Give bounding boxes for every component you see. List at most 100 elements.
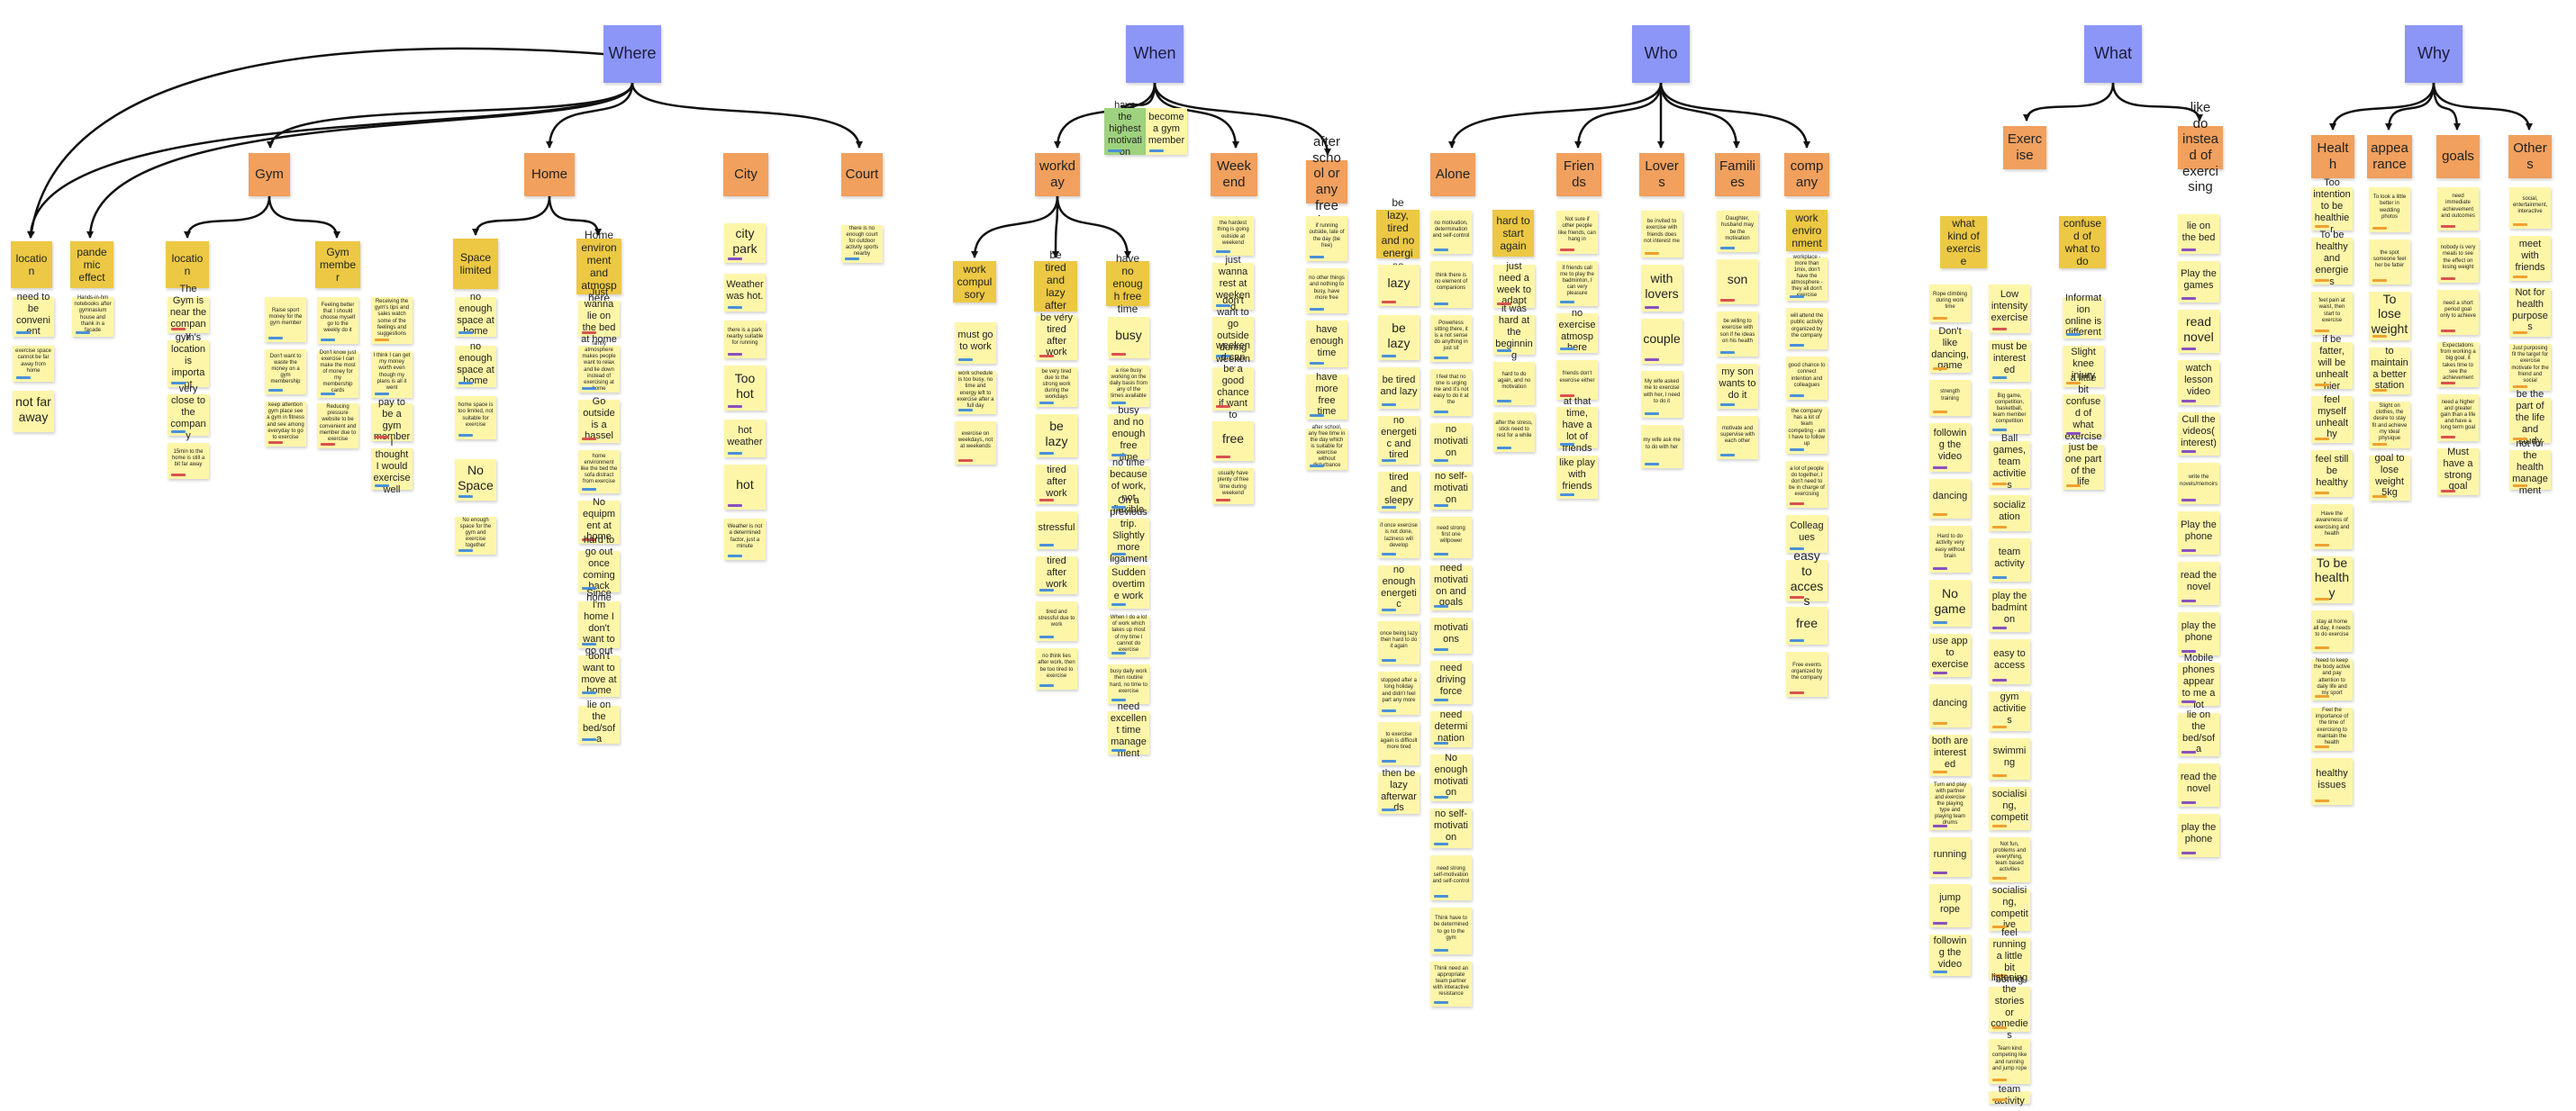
sticky-note[interactable]: have the highest motivation xyxy=(1104,100,1146,158)
sticky-note[interactable]: use app to exercise xyxy=(1929,634,1971,677)
sticky-note[interactable]: Reducing pressure website to be convenie… xyxy=(317,403,358,448)
sticky-note[interactable]: Weather was hot. xyxy=(724,274,766,312)
root-node-when[interactable]: When xyxy=(1126,25,1184,83)
sticky-note[interactable]: Powerless sitting there, it is a not sen… xyxy=(1430,315,1472,362)
sticky-note[interactable]: become a gym member xyxy=(1146,108,1187,155)
sticky-note[interactable]: To be healthy and energies xyxy=(2311,230,2353,287)
sticky-note[interactable]: at that time, have a lot of friends xyxy=(1556,396,1598,454)
sticky-note[interactable]: lie on the bed/sofa xyxy=(578,700,620,745)
sticky-note[interactable]: no self-motivation xyxy=(1430,471,1472,510)
sticky-note[interactable]: pay to be a gym member xyxy=(371,397,413,442)
sticky-note[interactable]: busy xyxy=(1108,317,1149,358)
category-exercise[interactable]: Exercise xyxy=(2003,126,2046,169)
sticky-note[interactable]: will attend the public activity organize… xyxy=(1786,308,1828,349)
subcategory-pandemic[interactable]: pandemic effect xyxy=(70,241,113,288)
sticky-note[interactable]: need strong self-motivation and self-con… xyxy=(1430,855,1472,900)
sticky-note[interactable]: goal to lose weight 5kg xyxy=(2369,453,2410,501)
sticky-note[interactable]: Feel the importance of the time of exerc… xyxy=(2311,708,2353,751)
category-lovers[interactable]: Lovers xyxy=(1639,153,1684,196)
sticky-note[interactable]: Play the games xyxy=(2178,261,2219,303)
sticky-note[interactable]: couple xyxy=(1641,319,1683,364)
sticky-note[interactable]: once being lazy then hard to do it again xyxy=(1378,621,1420,664)
sticky-note[interactable]: The Gym is near the company xyxy=(168,284,209,341)
sticky-note[interactable]: Not for health purposes xyxy=(2509,287,2551,337)
sticky-note[interactable]: hard to go out once coming back home xyxy=(578,535,620,603)
category-home[interactable]: Home xyxy=(524,153,575,196)
sticky-note[interactable]: 15min to the home is still a bit far awa… xyxy=(168,443,209,479)
sticky-note[interactable]: Think have to be determined to go to the… xyxy=(1430,908,1472,954)
sticky-note[interactable]: stressful xyxy=(1036,511,1077,549)
sticky-note[interactable]: Just purposing fit the target for exerci… xyxy=(2509,344,2551,391)
sticky-note[interactable]: to maintain a better station xyxy=(2369,346,2410,394)
sticky-note[interactable]: Expectations from working a big goal, it… xyxy=(2437,342,2479,387)
sticky-note[interactable]: workplace - more than 1mix, don't have t… xyxy=(1786,255,1828,301)
sticky-note[interactable]: Slight on clothes, the desire to stay fi… xyxy=(2369,402,2410,448)
sticky-note[interactable]: need immediate achievement and outcomes xyxy=(2437,187,2479,230)
category-likedo[interactable]: like do instead of exercising xyxy=(2178,100,2223,194)
sticky-note[interactable]: tired and stressful due to work xyxy=(1036,601,1077,641)
sticky-note[interactable]: Hands-in-hm notebooks after gymnasium ho… xyxy=(72,295,113,337)
sticky-note[interactable]: Team kind competing like and running and… xyxy=(1989,1039,2030,1084)
sticky-note[interactable]: swimming xyxy=(1989,738,2030,780)
sticky-note[interactable]: stay at home all day, it needs to do exe… xyxy=(2311,610,2353,652)
sticky-note[interactable]: with lovers xyxy=(1641,265,1683,312)
subcategory-gymmember[interactable]: Gym member xyxy=(315,241,360,288)
sticky-note[interactable]: listening the stories or comedies xyxy=(1989,972,2030,1041)
sticky-note[interactable]: no other things and nothing to busy, hav… xyxy=(1306,268,1347,313)
subcategory-whatkind[interactable]: what kind of exercise xyxy=(1940,216,1987,268)
sticky-note[interactable]: to exercise again is difficult more tire… xyxy=(1378,722,1420,765)
sticky-note[interactable]: hot weather xyxy=(724,420,766,457)
sticky-note[interactable]: socialization xyxy=(1989,495,2030,531)
category-gym[interactable]: Gym xyxy=(249,153,290,196)
category-appearance[interactable]: appearance xyxy=(2367,135,2412,178)
subcategory-homeenv[interactable]: Home environment and atmosphere xyxy=(576,229,621,304)
sticky-note[interactable]: busy and no enough free time xyxy=(1108,405,1149,463)
sticky-note[interactable]: like play with friends xyxy=(1556,456,1598,499)
sticky-note[interactable]: hot xyxy=(724,465,766,510)
sticky-note[interactable]: play the phone xyxy=(2178,612,2219,655)
sticky-note[interactable]: play the badminton xyxy=(1989,589,2030,632)
sticky-note[interactable]: don't want to go outside during weekend xyxy=(1212,295,1254,376)
sticky-note[interactable]: meet with friends xyxy=(2509,236,2551,281)
sticky-note[interactable]: be very tired due to the strong work dur… xyxy=(1036,367,1077,407)
sticky-note[interactable]: busy daily work then routine hard, no ti… xyxy=(1108,664,1149,704)
category-weekend[interactable]: Weekend xyxy=(1211,153,1257,196)
subcategory-hardstart[interactable]: hard to start again xyxy=(1492,210,1534,257)
sticky-note[interactable]: team activity xyxy=(1989,538,2030,582)
sticky-note[interactable]: lie on the bed/sofa xyxy=(2178,709,2219,756)
sticky-note[interactable]: Free events organized by the company xyxy=(1786,652,1828,697)
sticky-note[interactable]: Think need an appropriate team partner w… xyxy=(1430,962,1472,1007)
subcategory-spacelimited[interactable]: Space limited xyxy=(453,239,498,289)
sticky-note[interactable]: there is no enough court for outdoor act… xyxy=(841,225,883,263)
sticky-note[interactable]: Not fun, problems and everything, team b… xyxy=(1989,837,2030,882)
sticky-note[interactable]: tired after work xyxy=(1036,465,1077,504)
sticky-note[interactable]: Weather is not a determined factor, just… xyxy=(724,519,766,560)
sticky-note[interactable]: need a short period goal only to achieve xyxy=(2437,290,2479,335)
sticky-note[interactable]: be lazy xyxy=(1036,414,1077,457)
sticky-note[interactable]: feel pain at waist, then start to exerci… xyxy=(2311,292,2353,335)
sticky-note[interactable]: think there is no element of companions xyxy=(1430,261,1472,308)
sticky-note[interactable]: a lot of people do together, I don't nee… xyxy=(1786,461,1828,508)
sticky-note[interactable]: socialising, competit xyxy=(1989,787,2030,830)
sticky-note[interactable]: then be lazy afterwards xyxy=(1378,768,1420,814)
sticky-note[interactable]: socialising, competitive xyxy=(1989,885,2030,931)
sticky-note[interactable]: running xyxy=(1929,837,1971,877)
sticky-note[interactable]: need strong first one willpower xyxy=(1430,517,1472,558)
sticky-note[interactable]: easy to access xyxy=(1989,639,2030,684)
sticky-note[interactable]: Since I'm home I don't want to go out xyxy=(578,588,620,656)
sticky-note[interactable]: don't want to move at home xyxy=(578,651,620,697)
sticky-note[interactable]: it was hard at the beginning xyxy=(1493,303,1535,361)
sticky-note[interactable]: Must have a strong goal xyxy=(2437,447,2479,495)
sticky-note[interactable]: Turn and play with partner and exercise … xyxy=(1929,782,1971,830)
sticky-note[interactable]: I thought I would exercise well xyxy=(371,438,413,495)
sticky-note[interactable]: gym activities xyxy=(1989,691,2030,731)
sticky-note[interactable]: need determination xyxy=(1430,709,1472,747)
sticky-note[interactable]: dancing xyxy=(1929,684,1971,727)
sticky-note[interactable]: feel running a little bit boring xyxy=(1989,927,2030,985)
sticky-note[interactable]: jump rope xyxy=(1929,884,1971,927)
sticky-note[interactable]: no energetic and tired xyxy=(1378,415,1420,465)
root-node-who[interactable]: Who xyxy=(1632,25,1690,83)
sticky-note[interactable]: play the phone xyxy=(2178,814,2219,857)
sticky-note[interactable]: feel still be healthy xyxy=(2311,450,2353,497)
sticky-note[interactable]: Big game, competition, basketball, team … xyxy=(1989,389,2030,434)
